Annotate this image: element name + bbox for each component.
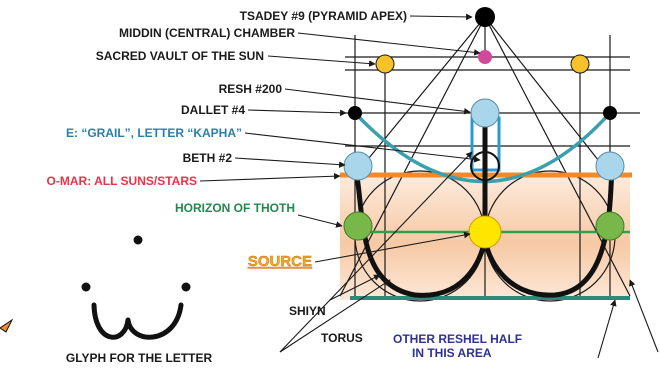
glyph-edge-mark <box>0 318 14 333</box>
dallet-node-right <box>603 106 617 120</box>
label-omar: O-MAR: ALL SUNS/STARS <box>47 174 197 188</box>
beth-node-left <box>343 151 373 181</box>
label-other-line2: IN THIS AREA <box>412 346 492 360</box>
resh-node <box>470 98 500 128</box>
glyph-dot-left <box>81 282 91 292</box>
label-grail: E: “GRAIL”, LETTER “KAPHA” <box>66 126 242 140</box>
label-beth: BETH #2 <box>183 151 233 165</box>
label-tsadey: TSADEY #9 (PYRAMID APEX) <box>240 9 407 23</box>
dallet-node-left <box>348 106 362 120</box>
glyph-dot-right <box>181 282 191 292</box>
label-middin: MIDDIN (CENTRAL) CHAMBER <box>119 26 295 40</box>
source-node <box>468 215 502 249</box>
label-shiyn: SHIYN <box>289 304 326 318</box>
glyph-curve <box>91 302 184 340</box>
horizon-node-right <box>595 211 625 241</box>
tsadey-node <box>475 7 495 27</box>
label-horizon: HORIZON OF THOTH <box>175 201 295 215</box>
center-ring <box>470 151 500 181</box>
horizon-node-left <box>343 211 373 241</box>
vault-node-right <box>570 54 590 74</box>
label-dallet: DALLET #4 <box>181 103 245 117</box>
vault-node-left <box>375 54 395 74</box>
glyph-dot-top <box>133 235 143 245</box>
label-source: SOURCE <box>248 253 312 270</box>
label-resh: RESH #200 <box>219 82 283 96</box>
middin-node <box>478 50 492 64</box>
beth-node-right <box>595 151 625 181</box>
label-torus: TORUS <box>321 331 363 345</box>
pointer-lines <box>199 13 659 359</box>
shin-glyph <box>0 235 191 340</box>
label-vault: SACRED VAULT OF THE SUN <box>96 49 264 63</box>
shiyn-strokes <box>352 110 615 298</box>
label-other-line1: OTHER RESHEL HALF <box>393 332 522 346</box>
label-glyph: GLYPH FOR THE LETTER <box>66 351 213 365</box>
